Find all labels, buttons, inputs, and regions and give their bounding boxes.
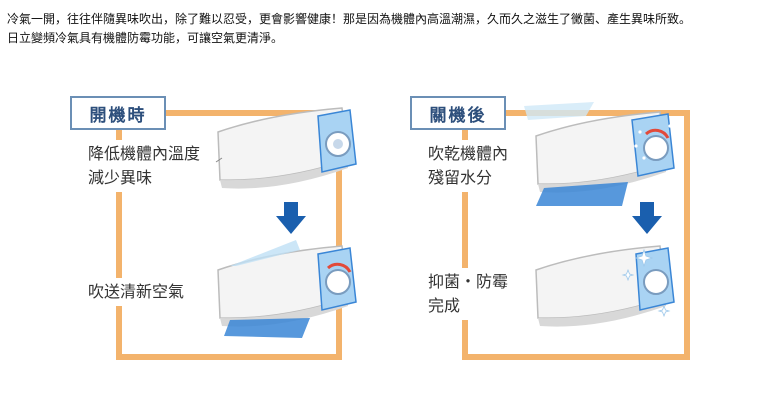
intro-line-1: 冷氣一開，往往伴隨異味吹出，除了難以忍受，更會影響健康！那是因為機體內高溫潮濕，…: [7, 12, 692, 26]
air-conditioner-icon: [215, 107, 357, 189]
down-arrow-icon: [276, 202, 306, 234]
airflow-icon: [230, 240, 300, 266]
panel-title-badge: 關機後: [410, 96, 506, 130]
air-conditioner-icon: [217, 245, 357, 338]
step-2-line-1: 吹送清新空氣: [88, 282, 185, 301]
step-2-line-1: 抑菌・防霉: [428, 272, 509, 291]
air-conditioner-icon: [535, 245, 675, 327]
airflow-icon: [536, 182, 628, 206]
sparkle-icon: [621, 248, 671, 318]
intro-line-2: 日立變頻冷氣具有機體防霉功能，可讓空氣更清淨。: [7, 31, 284, 45]
rotation-arrow-icon: [326, 262, 352, 273]
step-2-caption: 抑菌・防霉 完成: [422, 268, 515, 320]
rotation-arrow-icon: [644, 128, 670, 139]
step-2-line-2: 完成: [428, 296, 461, 315]
step-1-line-2: 減少異味: [88, 168, 153, 187]
fan-icon: [325, 269, 351, 295]
fan-icon: [643, 269, 669, 295]
air-conditioner-icon: [524, 102, 675, 206]
panel-title-badge: 開機時: [70, 96, 166, 130]
intro-text: 冷氣一開，往往伴隨異味吹出，除了難以忍受，更會影響健康！那是因為機體內高溫潮濕，…: [7, 10, 757, 48]
step-1-caption: 吹乾機體內 殘留水分: [422, 140, 515, 192]
step-1-line-1: 吹乾機體內: [428, 144, 509, 163]
step-2-caption: 吹送清新空氣: [82, 278, 191, 306]
panel-power-off: 關機後 吹乾機體內 殘留水分 抑菌・防霉 完成: [410, 90, 730, 370]
fan-icon: [643, 135, 669, 161]
step-1-caption: 降低機體內溫度 減少異味: [82, 140, 207, 192]
step-1-line-2: 殘留水分: [428, 168, 493, 187]
step-1-line-1: 降低機體內溫度: [88, 144, 201, 163]
process-frame: [116, 110, 342, 360]
down-arrow-icon: [632, 202, 662, 234]
airflow-icon: [224, 318, 310, 338]
panel-power-on: 開機時 降低機體內溫度 減少異味 吹送清新空氣: [70, 90, 390, 370]
